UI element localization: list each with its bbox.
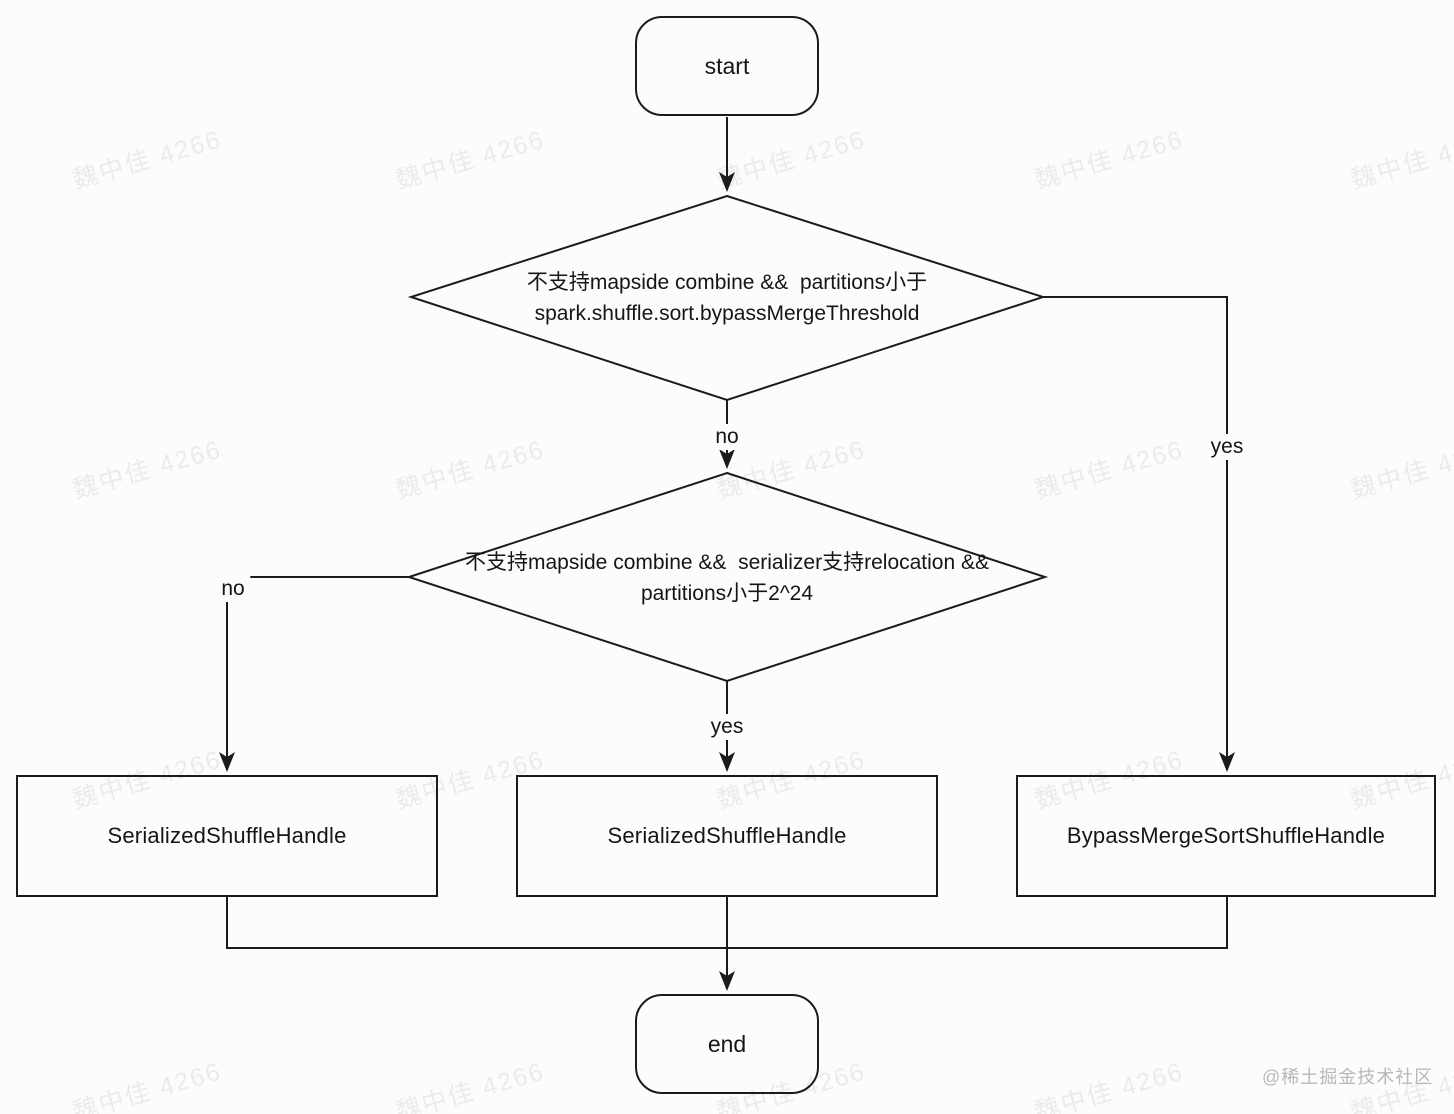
edge-decision1-yes <box>1043 296 1235 772</box>
decision1-yes-label: yes <box>1204 434 1250 460</box>
result-middle-label: SerializedShuffleHandle <box>607 823 847 848</box>
start-node-label: start <box>704 52 750 79</box>
end-node-shape <box>635 994 819 1094</box>
result-left-shape <box>16 775 438 897</box>
decision1-label: 不支持mapside combine && partitions小于 spark… <box>427 252 1027 344</box>
start-node-shape <box>635 16 819 116</box>
decision2-line1: 不支持mapside combine && serializer支持reloca… <box>464 551 990 574</box>
decision1-no-label: no <box>709 424 745 450</box>
decision1-shape <box>407 194 1047 402</box>
community-credit: @稀土掘金技术社区 <box>1262 1067 1434 1087</box>
result-right-shape <box>1016 775 1436 897</box>
decision2-label: 不支持mapside combine && serializer支持reloca… <box>417 532 1037 624</box>
result-right-label: BypassMergeSortShuffleHandle <box>1066 823 1386 848</box>
decision1-line1: 不支持mapside combine && partitions小于 <box>526 271 928 294</box>
decision1-line2: spark.shuffle.sort.bypassMergeThreshold <box>534 302 920 325</box>
result-left-label: SerializedShuffleHandle <box>107 823 347 848</box>
end-node-label: end <box>707 1030 747 1057</box>
decision2-shape <box>405 471 1049 683</box>
result-middle-shape <box>516 775 938 897</box>
decision2-no-label: no <box>215 576 251 602</box>
decision2-line2: partitions小于2^24 <box>640 582 814 605</box>
decision2-yes-label: yes <box>704 714 750 740</box>
